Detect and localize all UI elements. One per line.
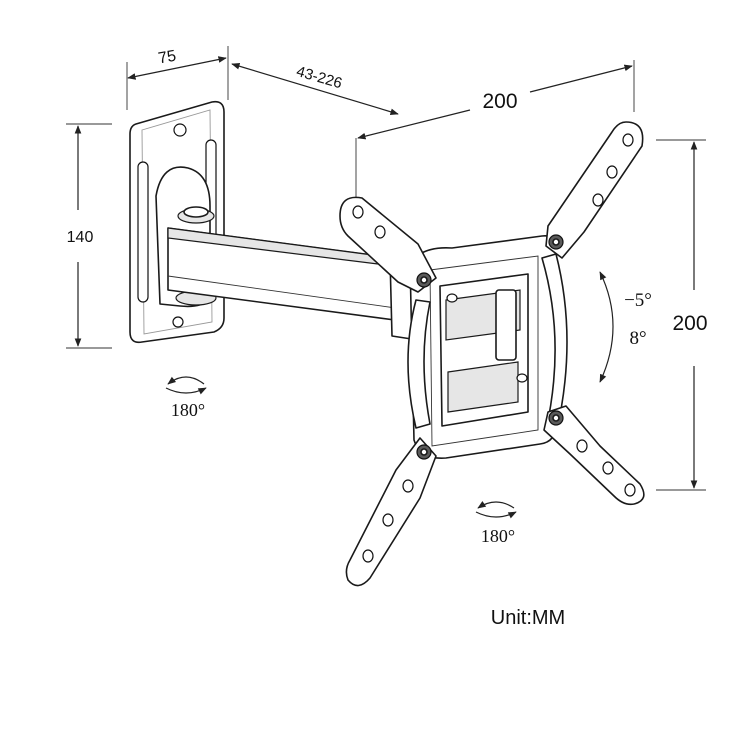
- dimension-plate-width: 75: [126, 46, 229, 110]
- wall-plate: [129, 100, 225, 344]
- tilt-indicator: −5° 8°: [599, 271, 652, 383]
- vesa-vertical-label: 200: [672, 312, 707, 335]
- vesa-arm-top-left: [339, 196, 437, 293]
- vesa-arm-bottom-right: [543, 405, 645, 506]
- plate-hole-top: [173, 123, 187, 137]
- rotate-arrow-icon: [477, 501, 515, 509]
- unit-label: Unit:MM: [491, 607, 565, 629]
- dimension-vesa-vertical: 200: [656, 139, 708, 491]
- vesa-horizontal-label: 200: [482, 90, 517, 113]
- plate-hole-bottom: [172, 316, 184, 328]
- tilt-down-label: 8°: [629, 328, 646, 349]
- dimension-vesa-horizontal: 200: [355, 60, 635, 222]
- wall-swivel-label: 180°: [171, 400, 205, 420]
- tilt-up-label: −5°: [624, 290, 652, 311]
- head-swivel-label: 180°: [481, 526, 515, 546]
- head-swivel-indicator: 180°: [475, 501, 517, 546]
- rotate-arrow-icon: [167, 376, 205, 385]
- plate-slot-left: [137, 161, 149, 303]
- dimension-arm-extension: 43-226: [231, 62, 399, 116]
- vesa-arm-bottom-left: [345, 437, 437, 587]
- dimension-plate-height: 140: [66, 123, 112, 349]
- wall-swivel-indicator: 180°: [165, 376, 207, 420]
- tilt-head: [407, 234, 568, 459]
- plate-height-label: 140: [67, 229, 94, 246]
- plate-width-label: 75: [157, 48, 178, 68]
- arm-extension-label: 43-226: [294, 63, 344, 92]
- vesa-arm-top-right: [545, 121, 644, 259]
- tilt-arrow-icon: [599, 271, 614, 383]
